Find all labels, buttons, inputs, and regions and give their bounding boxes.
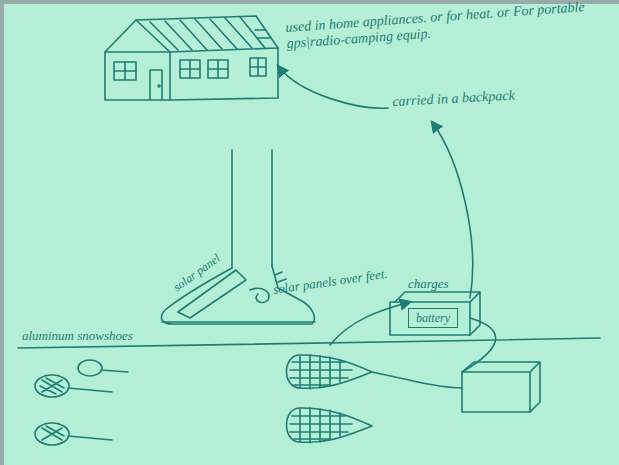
leader-arrow [432,122,473,298]
wire [330,302,410,345]
cube-drawing [462,362,540,412]
battery-box: battery [408,308,458,328]
leader-arrow [278,66,388,108]
house-drawing [105,16,278,100]
wire [372,372,462,388]
box-outline [395,292,480,335]
note-text: aluminum snowshoes [22,328,222,344]
snowshoe-drawing [287,355,373,443]
snowshoe-drawing [35,360,128,445]
box-outline [390,302,470,335]
note-text: charges [408,276,488,292]
note-text: carried in a backpack [392,84,593,110]
note-text: used in home appliances. or for heat. or… [285,0,596,52]
wire [462,318,496,372]
box-label: battery [416,311,450,326]
shoe-drawing [161,150,315,324]
